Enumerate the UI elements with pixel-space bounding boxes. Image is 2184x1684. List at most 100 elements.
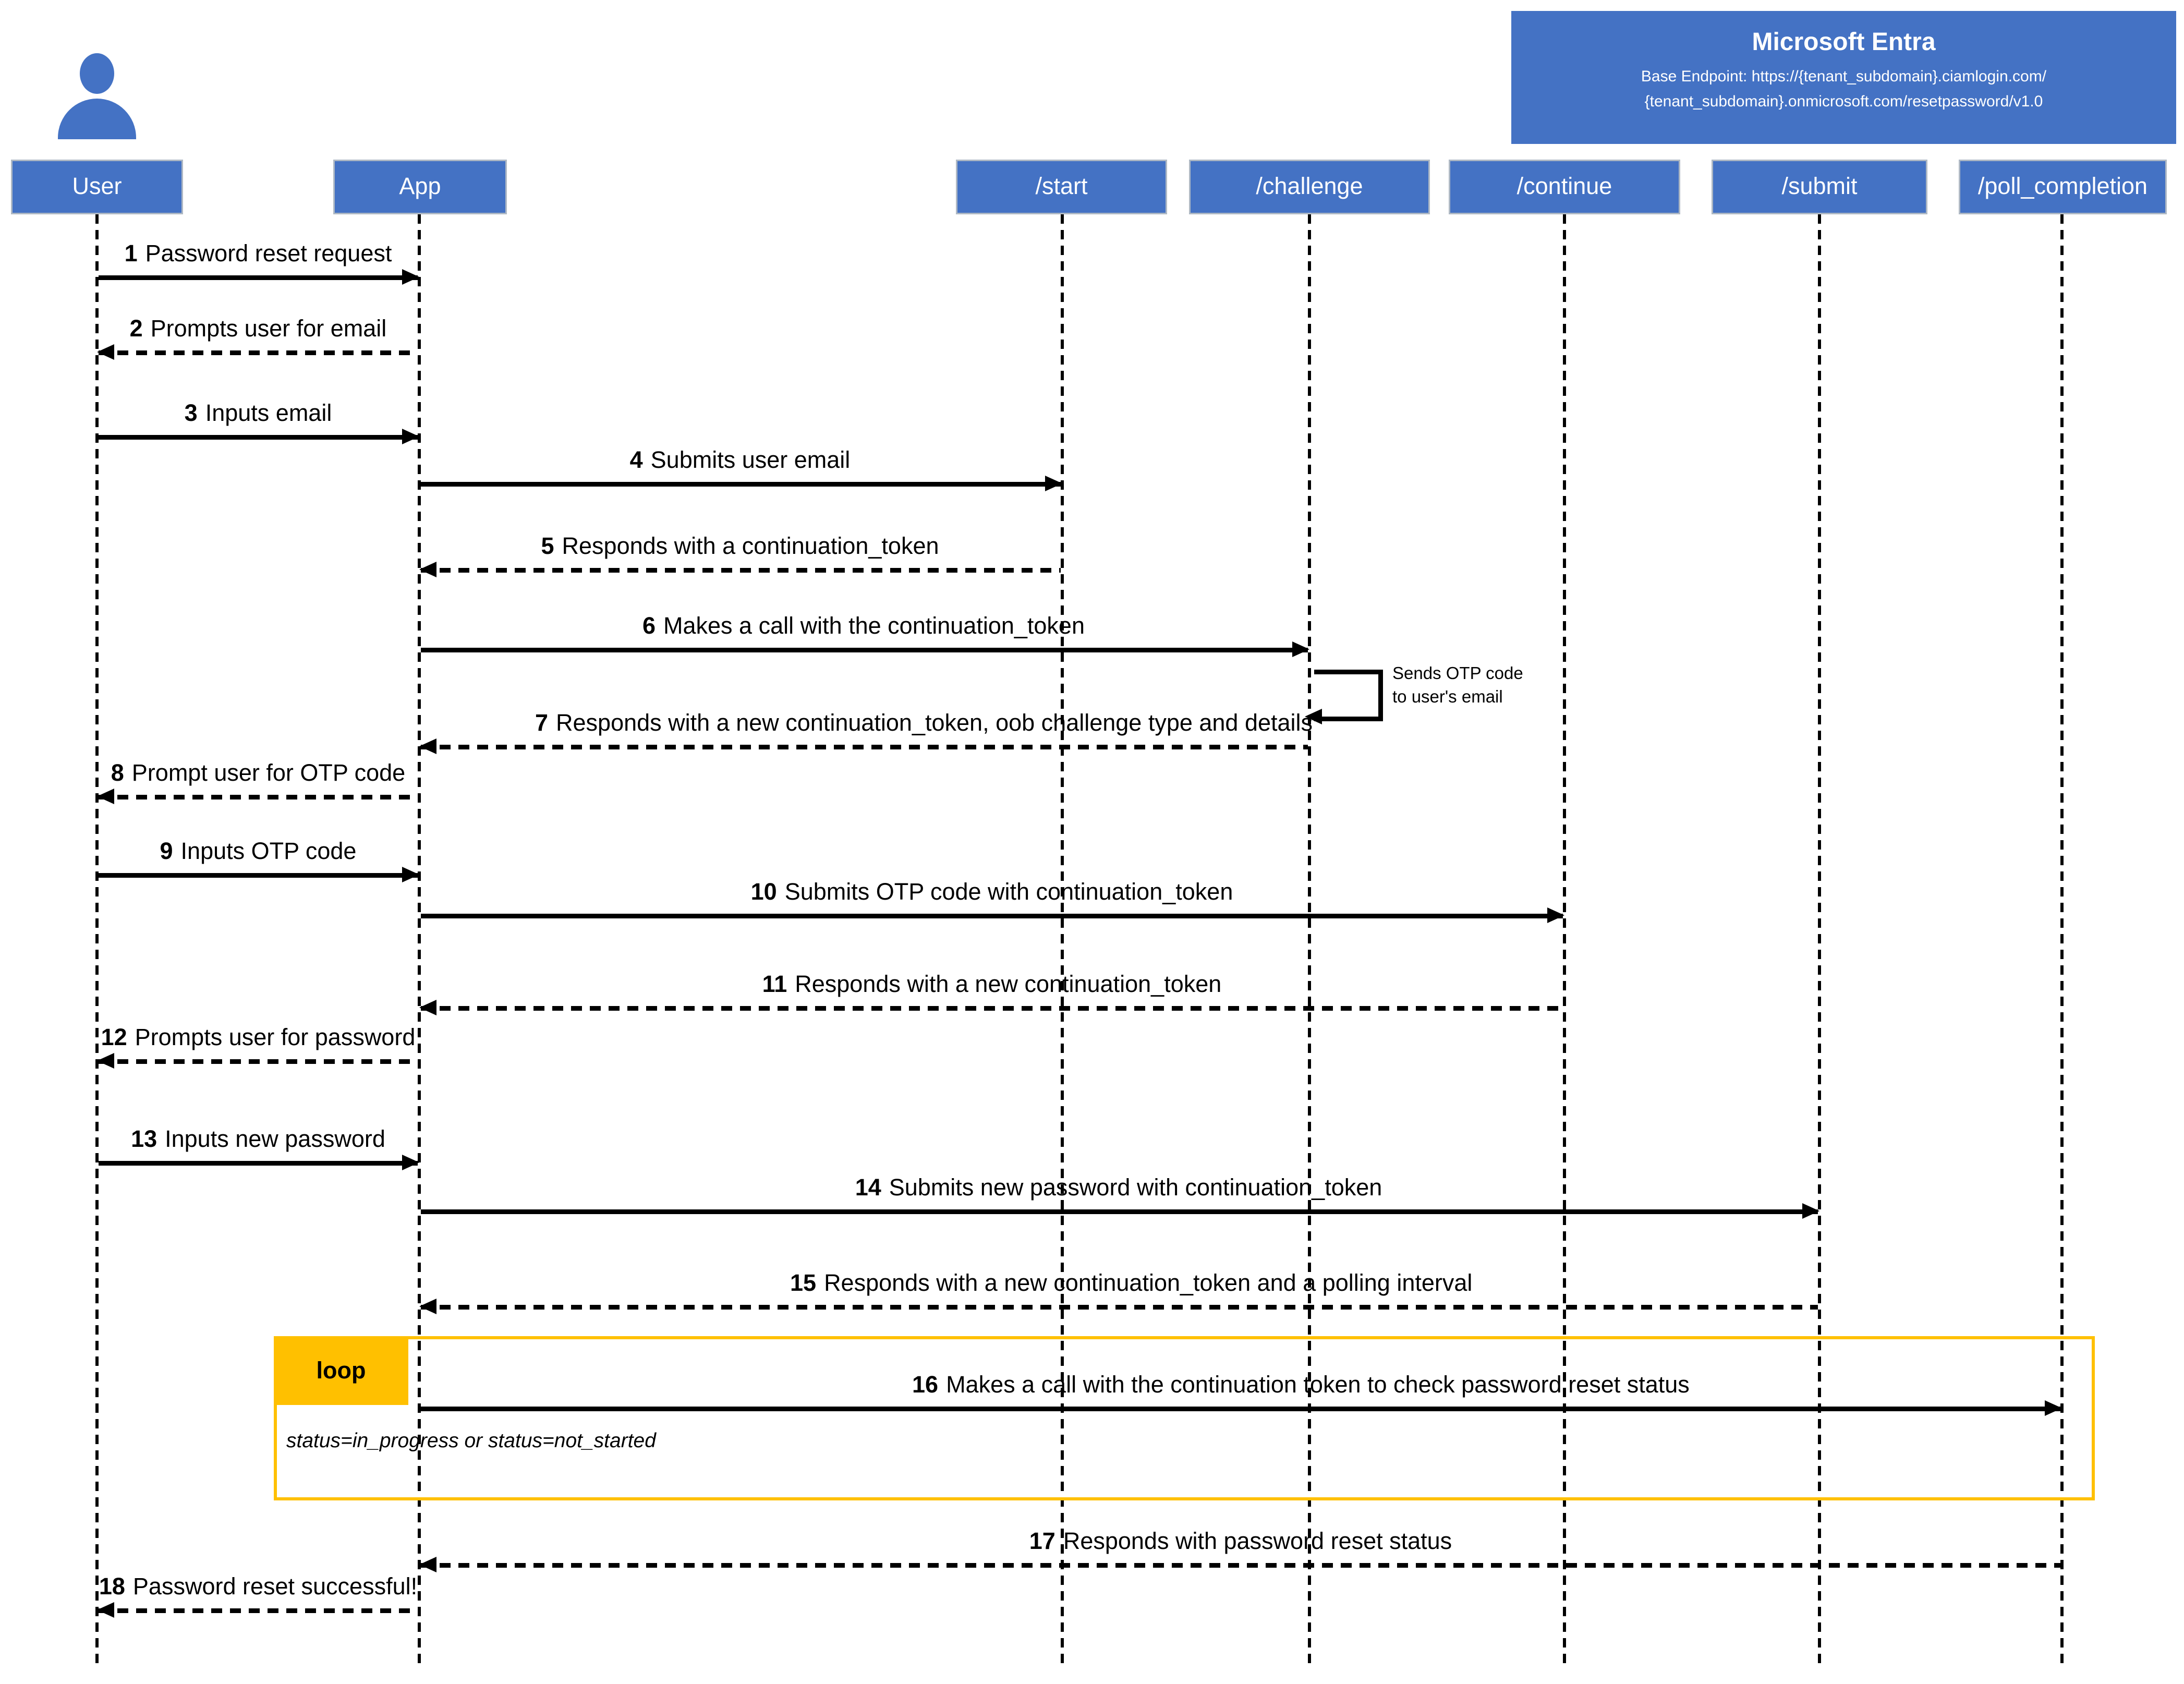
- self-message-arrowhead: [1305, 709, 1322, 724]
- message-number: 18: [99, 1574, 125, 1601]
- message-number: 13: [131, 1126, 157, 1153]
- person-body-icon: [58, 99, 136, 139]
- message-arrow-6: [421, 641, 1309, 657]
- message-arrow-18: [97, 1602, 418, 1618]
- message-label-12: 12 Prompts user for password: [0, 1020, 587, 1058]
- message-label-17: 17 Responds with password reset status: [912, 1524, 1569, 1561]
- entra-title: Microsoft Entra: [1752, 30, 1936, 56]
- message-arrow-11: [419, 1000, 1563, 1015]
- message-text: Responds with a new continuation_token a…: [824, 1270, 1473, 1297]
- message-number: 10: [750, 879, 777, 906]
- message-text: Responds with password reset status: [1063, 1529, 1452, 1555]
- message-text: Submits new password with continuation_t…: [889, 1175, 1382, 1202]
- message-arrow-14: [421, 1203, 1819, 1219]
- actor-box-submit: /submit: [1712, 160, 1927, 214]
- message-label-2: 2 Prompts user for email: [0, 311, 587, 349]
- lifeline-start: [1061, 214, 1064, 1666]
- message-arrow-2: [97, 344, 418, 360]
- message-label-14: 14 Submits new password with continuation…: [790, 1170, 1447, 1208]
- message-text: Responds with a continuation_token: [562, 534, 939, 560]
- message-label-10: 10 Submits OTP code with continuation_tok…: [663, 875, 1320, 912]
- message-arrow-8: [97, 789, 418, 804]
- entra-header-box: Microsoft Entra Base Endpoint: https://{…: [1511, 11, 2176, 144]
- message-arrow-13: [99, 1155, 419, 1170]
- lifeline-submit: [1818, 214, 1821, 1666]
- message-arrow-16: [421, 1400, 2062, 1416]
- self-note-line2: to user's email: [1392, 688, 1503, 707]
- message-arrow-9: [99, 867, 419, 882]
- message-text: Inputs OTP code: [180, 839, 357, 865]
- message-number: 1: [124, 241, 138, 268]
- message-label-6: 6 Makes a call with the continuation_toke…: [535, 609, 1192, 646]
- lifeline-continue: [1563, 214, 1566, 1666]
- message-label-3: 3 Inputs email: [0, 396, 587, 433]
- entra-endpoint-line1: Base Endpoint: https://{tenant_subdomain…: [1641, 69, 2047, 86]
- actor-box-continue: /continue: [1449, 160, 1680, 214]
- message-arrow-1: [99, 269, 419, 285]
- message-text: Prompt user for OTP code: [131, 760, 406, 787]
- loop-label: loop: [274, 1336, 408, 1405]
- lifeline-app: [418, 214, 421, 1666]
- message-arrow-12: [97, 1053, 418, 1069]
- message-number: 11: [762, 972, 787, 998]
- message-text: Inputs email: [205, 401, 332, 427]
- actor-box-poll-completion: /poll_completion: [1959, 160, 2167, 214]
- self-message-note: Sends OTP code to user's email: [1392, 663, 1523, 710]
- loop-fragment-box: [274, 1336, 2095, 1500]
- message-arrow-10: [421, 907, 1564, 923]
- message-text: Inputs new password: [165, 1126, 385, 1153]
- actor-box-start: /start: [956, 160, 1167, 214]
- message-arrow-7: [419, 738, 1308, 754]
- message-label-13: 13 Inputs new password: [0, 1122, 587, 1159]
- message-number: 15: [790, 1270, 817, 1297]
- message-arrow-3: [99, 429, 419, 444]
- message-number: 3: [184, 401, 198, 427]
- message-label-8: 8 Prompt user for OTP code: [0, 756, 587, 793]
- message-label-1: 1 Password reset request: [0, 236, 587, 274]
- message-text: Password reset request: [145, 241, 392, 268]
- message-label-11: 11 Responds with a new continuation_token: [663, 967, 1320, 1004]
- message-text: Responds with a new continuation_token, …: [556, 710, 1313, 737]
- message-number: 2: [129, 316, 143, 343]
- lifeline-challenge: [1308, 214, 1311, 1666]
- message-text: Submits OTP code with continuation_token: [784, 879, 1233, 906]
- self-message-bracket: [1314, 670, 1383, 721]
- lifeline-poll-completion: [2060, 214, 2064, 1666]
- lifeline-user: [95, 214, 99, 1666]
- message-arrow-4: [421, 476, 1062, 491]
- person-head-icon: [80, 53, 114, 94]
- message-label-7: 7 Responds with a new continuation_token,…: [535, 706, 1313, 743]
- message-number: 16: [912, 1372, 939, 1399]
- message-label-18: 18 Password reset successful!: [0, 1569, 587, 1607]
- message-arrow-5: [419, 562, 1061, 577]
- message-text: Responds with a new continuation_token: [795, 972, 1222, 998]
- message-number: 6: [642, 613, 656, 640]
- message-text: Password reset successful!: [132, 1574, 418, 1601]
- message-number: 17: [1029, 1529, 1055, 1555]
- message-label-4: 4 Submits user email: [411, 443, 1069, 480]
- message-text: Makes a call with the continuation_token: [663, 613, 1085, 640]
- message-text: Submits user email: [650, 447, 851, 474]
- message-text: Makes a call with the continuation token…: [946, 1372, 1690, 1399]
- self-note-line1: Sends OTP code: [1392, 665, 1523, 684]
- message-label-15: 15 Responds with a new continuation_token…: [790, 1266, 1472, 1303]
- message-arrow-17: [419, 1557, 2060, 1572]
- actor-box-app: App: [333, 160, 507, 214]
- loop-condition: status=in_progress or status=not_started: [286, 1428, 656, 1452]
- entra-endpoint-line2: {tenant_subdomain}.onmicrosoft.com/reset…: [1644, 93, 2043, 111]
- message-number: 8: [111, 760, 124, 787]
- message-label-5: 5 Responds with a continuation_token: [411, 529, 1069, 566]
- actor-box-user: User: [11, 160, 183, 214]
- message-number: 14: [855, 1175, 881, 1202]
- message-text: Prompts user for email: [150, 316, 387, 343]
- message-number: 5: [541, 534, 554, 560]
- message-number: 4: [629, 447, 643, 474]
- message-number: 7: [535, 710, 549, 737]
- message-arrow-15: [419, 1299, 1818, 1314]
- message-number: 12: [101, 1025, 127, 1051]
- actor-box-challenge: /challenge: [1189, 160, 1430, 214]
- message-text: Prompts user for password: [135, 1025, 416, 1051]
- message-label-16: 16 Makes a call with the continuation tok…: [912, 1367, 1690, 1405]
